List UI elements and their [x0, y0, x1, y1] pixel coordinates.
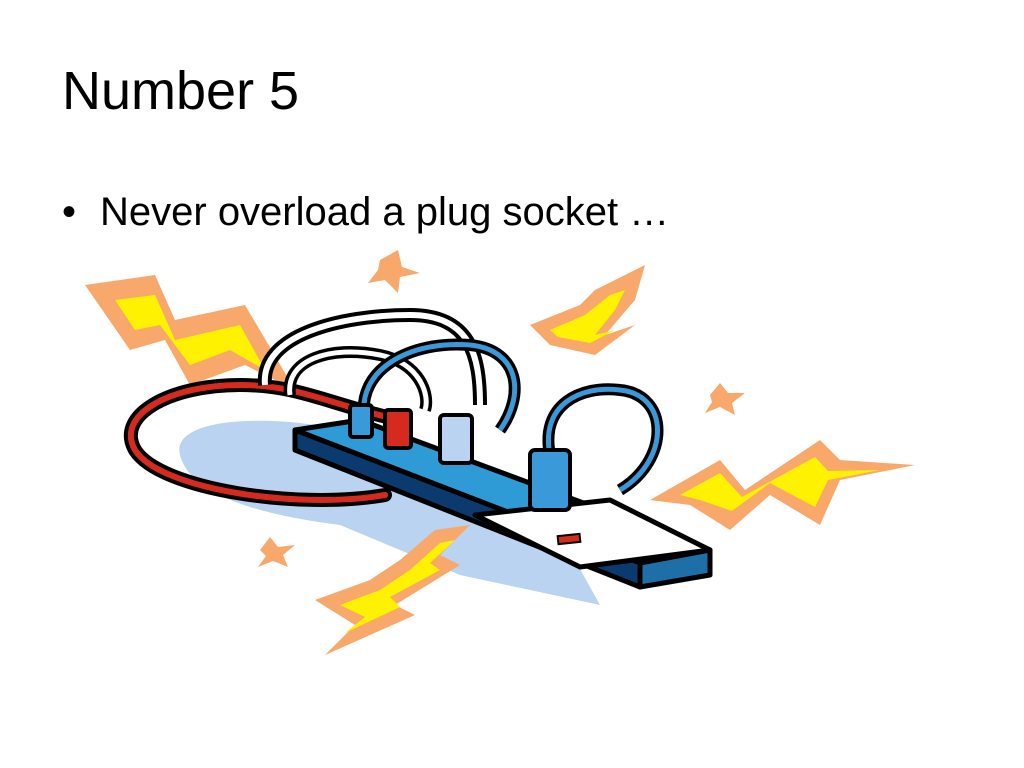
- plug-blue-3: [528, 448, 572, 512]
- spark-bottom-inner: [340, 540, 455, 633]
- plug-blue-1: [348, 403, 374, 439]
- spark-star-right: [705, 383, 745, 415]
- floor-shadow: [179, 420, 600, 605]
- spark-right-inner: [680, 457, 880, 511]
- bullet-marker: •: [62, 190, 77, 234]
- plug-blue-2: [438, 413, 474, 465]
- spark-star-left: [258, 537, 295, 567]
- spark-top-right-inner: [550, 290, 625, 343]
- spark-top-left-inner: [115, 295, 265, 370]
- overloaded-power-strip-icon: [85, 250, 915, 655]
- bullet-text: Never overload a plug socket …: [100, 190, 670, 234]
- power-switch: [556, 532, 582, 546]
- bullet-list: • Never overload a plug socket …: [62, 190, 669, 235]
- spark-star-top: [368, 250, 420, 293]
- slide-title: Number 5: [62, 61, 300, 121]
- plug-red: [383, 408, 413, 450]
- bullet-item: • Never overload a plug socket …: [62, 190, 669, 235]
